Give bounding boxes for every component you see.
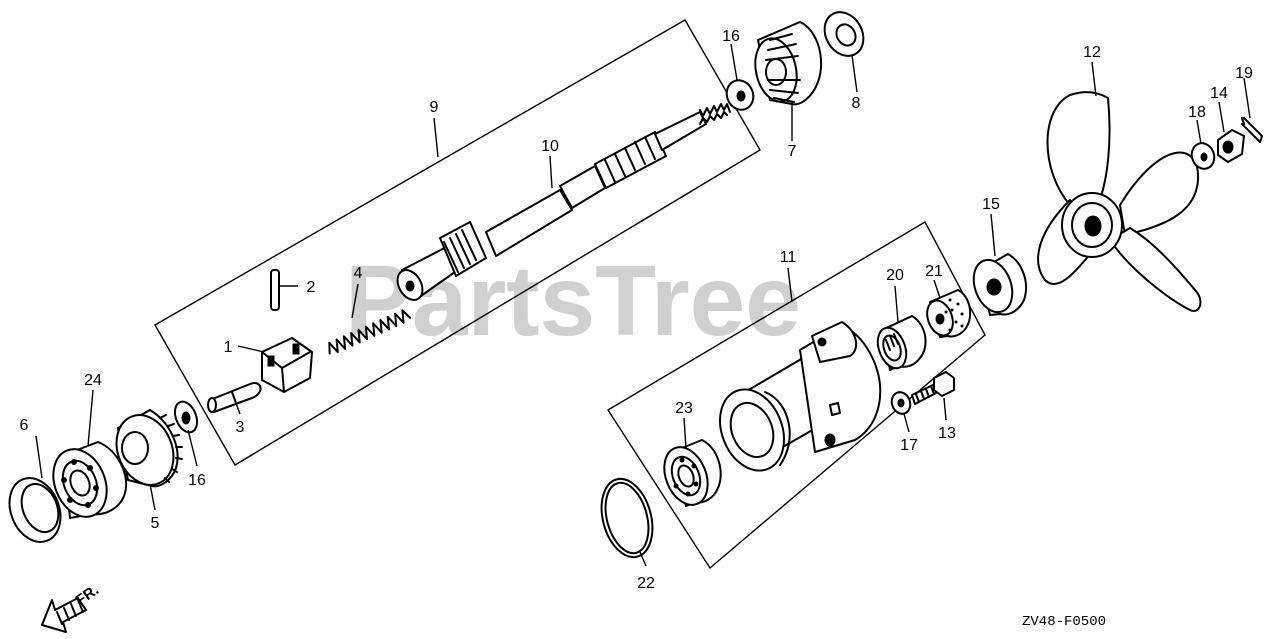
- group-frame-bearing-holder-assembly: [607, 221, 986, 570]
- part-15-thrust-washer[interactable]: [967, 253, 1027, 318]
- callout-5: 5: [151, 515, 160, 532]
- part-20-needle-bearing[interactable]: [873, 315, 927, 372]
- callout-1: 1: [224, 339, 233, 356]
- callout-11: 11: [780, 249, 797, 266]
- part-13-flange-bolt[interactable]: [911, 371, 955, 405]
- leader-lines: [35, 43, 1251, 567]
- callout-12: 12: [1083, 44, 1101, 61]
- callout-23: 23: [675, 400, 693, 417]
- callout-4: 4: [354, 265, 363, 282]
- callout-24: 24: [84, 372, 102, 389]
- part-23-ball-bearing[interactable]: [656, 439, 722, 511]
- part-12-propeller[interactable]: [1037, 91, 1202, 312]
- callout-2: 2: [307, 279, 316, 296]
- part-18-washer[interactable]: [1188, 140, 1218, 172]
- part-17-washer[interactable]: [889, 390, 913, 417]
- callout-9: 9: [430, 99, 439, 116]
- part-5-reverse-gear[interactable]: [106, 407, 183, 494]
- part-22-o-ring[interactable]: [593, 473, 660, 563]
- callout-17: 17: [900, 437, 918, 454]
- part-24-ball-bearing[interactable]: [44, 441, 128, 525]
- callout-21: 21: [925, 263, 943, 280]
- part-11-bearing-holder[interactable]: [708, 321, 882, 480]
- part-16-thrust-washer-left[interactable]: [171, 398, 202, 435]
- callout-numbers: 1 2 3 4 5 6 7 8 9 10 11 12 13 14 15 16 1…: [20, 28, 1253, 592]
- part-2-cross-pin[interactable]: [270, 269, 280, 311]
- callout-13: 13: [938, 425, 956, 442]
- part-7-forward-gear[interactable]: [750, 21, 823, 106]
- callout-19: 19: [1235, 65, 1253, 82]
- callout-3: 3: [236, 419, 245, 436]
- callout-16a: 16: [188, 472, 206, 489]
- callout-20: 20: [886, 267, 904, 284]
- callout-14: 14: [1210, 85, 1228, 102]
- part-8-thrust-washer[interactable]: [817, 5, 871, 63]
- part-3-shift-pin[interactable]: [207, 382, 262, 413]
- diagram-code: ZV48-F0500: [1022, 614, 1106, 630]
- callout-15: 15: [982, 196, 1000, 213]
- part-19-cotter-pin[interactable]: [1241, 117, 1263, 143]
- group-frame-shaft-assembly: [154, 19, 761, 466]
- callout-10: 10: [541, 138, 559, 155]
- front-direction-arrow: FR.: [41, 581, 102, 633]
- part-6-seal-ring[interactable]: [0, 470, 69, 549]
- callout-22: 22: [637, 575, 655, 592]
- callout-8: 8: [852, 95, 861, 112]
- part-14-castle-nut[interactable]: [1217, 129, 1245, 163]
- part-1-clutch-dog[interactable]: [261, 337, 313, 393]
- callout-16b: 16: [722, 28, 740, 45]
- callout-7: 7: [788, 143, 797, 160]
- part-4-spring[interactable]: [326, 309, 412, 356]
- callout-18: 18: [1188, 104, 1206, 121]
- part-21-needle-bearing[interactable]: [923, 289, 972, 339]
- part-16-thrust-washer-right[interactable]: [722, 76, 757, 114]
- part-10-propeller-shaft[interactable]: [392, 103, 731, 304]
- callout-6: 6: [20, 417, 29, 434]
